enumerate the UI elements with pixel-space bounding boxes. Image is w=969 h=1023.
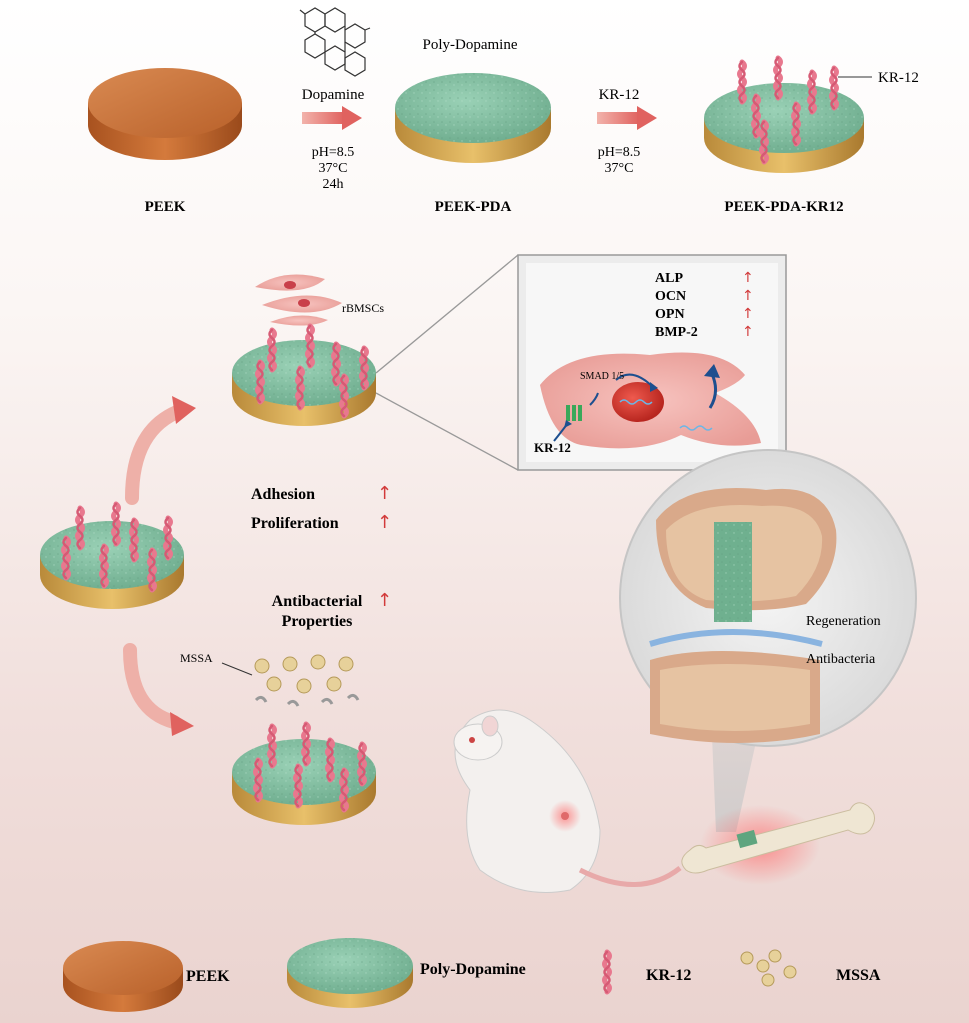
condition-time-step1: 24h [323, 177, 344, 192]
marker-opn-up-arrow: ↑ [742, 306, 754, 322]
marker-ocn-up-arrow: ↑ [742, 288, 754, 304]
legend-mssa-label: MSSA [836, 967, 881, 984]
polydopamine-label: Poly-Dopamine [423, 37, 518, 53]
rat-illustration [453, 709, 682, 893]
legend-polydopamine-disk-icon [287, 938, 413, 1008]
effect-antibacterial-up-arrow: ↑ [377, 590, 392, 611]
curved-arrow-down [123, 643, 194, 736]
curved-arrow-up [125, 396, 196, 505]
dopamine-structure-icon [299, 7, 371, 77]
condition-ph-step2: pH=8.5 [598, 145, 641, 160]
zoom-line-bottom [375, 392, 519, 471]
legend-kr12-label: KR-12 [646, 967, 691, 984]
peek-disk [88, 68, 242, 160]
receptor-icon [566, 405, 582, 421]
rbmsc-cells-icon [255, 274, 342, 326]
nucleus [612, 382, 664, 422]
marker-bmp2: BMP-2 [655, 325, 698, 340]
disk-label-peek-pda: PEEK-PDA [435, 199, 512, 215]
effect-proliferation: Proliferation [251, 515, 339, 532]
disk-label-peek-pda-kr12: PEEK-PDA-KR12 [724, 199, 843, 215]
central-disk [40, 504, 184, 609]
legend-peek-label: PEEK [186, 968, 230, 985]
effect-antibacterial-line1: Antibacterial [272, 593, 363, 610]
disk-label-peek: PEEK [145, 199, 186, 215]
mssa-bacteria-icon [221, 654, 360, 707]
mechanism-panel [517, 254, 787, 471]
legend-peek-disk-icon [63, 941, 183, 1012]
cell-disk [232, 326, 376, 426]
condition-temp-step1: 37°C [319, 161, 348, 176]
smad-label: SMAD 1/5 [580, 371, 624, 382]
mssa-label: MSSA [180, 651, 213, 665]
effect-adhesion: Adhesion [251, 486, 315, 503]
process-arrow-step1 [302, 106, 362, 130]
condition-ph-step1: pH=8.5 [312, 145, 355, 160]
marker-alp: ALP [655, 271, 683, 286]
marker-alp-up-arrow: ↑ [742, 270, 754, 286]
zoom-line-top [375, 254, 519, 374]
marker-ocn: OCN [655, 289, 686, 304]
marker-opn: OPN [655, 307, 685, 322]
kr12-callout-label: KR-12 [878, 70, 919, 86]
peek-pda-kr12-disk [704, 58, 864, 173]
legend-kr12-helix-icon [605, 952, 610, 992]
joint-antibacteria: Antibacteria [806, 652, 876, 667]
process-arrow-step2 [597, 106, 657, 130]
legend-mssa-icon [740, 949, 797, 987]
effect-proliferation-up-arrow: ↑ [377, 512, 392, 533]
joint-callout [619, 449, 917, 747]
reagent-dopamine: Dopamine [302, 87, 365, 103]
peek-pda-disk [395, 73, 551, 163]
effect-adhesion-up-arrow: ↑ [377, 483, 392, 504]
rbmsc-label: rBMSCs [342, 301, 384, 315]
condition-temp-step2: 37°C [605, 161, 634, 176]
antibacterial-disk [232, 724, 376, 825]
receptor-ligand-label: KR-12 [534, 440, 571, 455]
legend-polydopamine-label: Poly-Dopamine [420, 961, 526, 978]
marker-bmp2-up-arrow: ↑ [742, 324, 754, 340]
reagent-kr12: KR-12 [599, 87, 640, 103]
effect-antibacterial-line2: Properties [282, 613, 353, 630]
joint-regeneration: Regeneration [806, 614, 881, 629]
femur-illustration [681, 802, 875, 885]
